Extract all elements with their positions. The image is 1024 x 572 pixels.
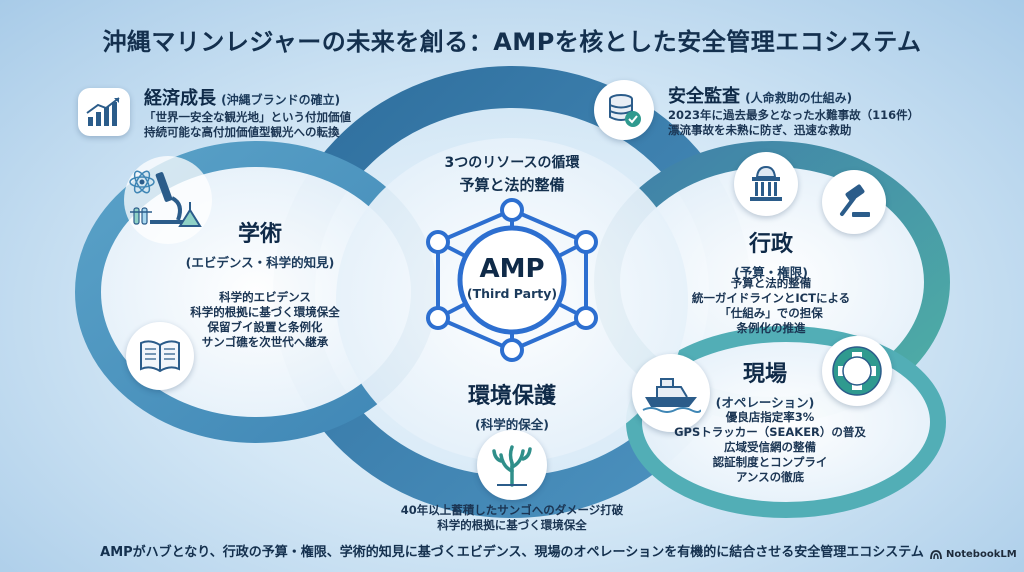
environment-header: 環境保護 (科学的保全) bbox=[412, 378, 612, 433]
environment-line: 40年以上蓄積したサンゴへのダメージ打破 bbox=[400, 503, 624, 517]
field-header: 現場 (オペレーション) bbox=[700, 356, 830, 411]
notebooklm-logo-icon bbox=[930, 549, 942, 559]
field-line: GPSトラッカー（SEAKER）の普及 bbox=[674, 425, 866, 439]
hub-label: AMP (Third Party) bbox=[452, 254, 572, 301]
academia-heading: 学術 bbox=[237, 222, 282, 247]
audit-subheading: (人命救助の仕組み) bbox=[745, 91, 853, 105]
growth-chart-icon bbox=[78, 88, 130, 136]
academia-line: 保留ブイ設置と条例化 bbox=[207, 320, 323, 334]
field-line: 広域受信網の整備 bbox=[724, 440, 816, 454]
coral-icon bbox=[477, 430, 547, 500]
hub-center-disc bbox=[457, 225, 567, 335]
hub-role: (Third Party) bbox=[466, 286, 558, 301]
field-body: 優良店指定率3% GPSトラッカー（SEAKER）の普及 広域受信網の整備 認証… bbox=[660, 410, 880, 485]
audit-heading: 安全監査 bbox=[668, 86, 740, 107]
hub-node bbox=[574, 306, 598, 330]
page-title: 沖縄マリンレジャーの未来を創る：AMPを核とした安全管理エコシステム bbox=[102, 28, 922, 56]
field-line: 認証制度とコンプライ bbox=[712, 455, 828, 469]
hub-caption-line1: 3つのリソースの循環 bbox=[444, 155, 580, 171]
administration-heading: 行政 bbox=[748, 232, 793, 257]
academia-line: サンゴ礁を次世代へ継承 bbox=[201, 335, 329, 349]
hub-node bbox=[500, 198, 524, 222]
academia-line: 科学的エビデンス bbox=[219, 290, 311, 304]
audit-line: 漂流事故を未熟に防ぎ、迅速な救助 bbox=[668, 123, 852, 137]
audit-header: 安全監査 (人命救助の仕組み) bbox=[668, 82, 958, 108]
administration-line: 条例化の推進 bbox=[736, 321, 806, 335]
hub-network bbox=[426, 198, 598, 362]
life-ring-icon bbox=[822, 336, 892, 406]
environment-heading: 環境保護 bbox=[467, 384, 556, 409]
academia-header: 学術 (エビデンス・科学的知見) bbox=[170, 216, 350, 271]
administration-line: 統一ガイドラインとICTによる bbox=[691, 291, 851, 305]
boat-icon bbox=[632, 354, 710, 432]
hub-caption: 3つのリソースの循環 予算と法的整備 bbox=[412, 152, 612, 195]
audit-line: 2023年に過去最多となった水難事故（116件） bbox=[668, 108, 920, 122]
academia-body: 科学的エビデンス 科学的根拠に基づく環境保全 保留ブイ設置と条例化 サンゴ礁を次… bbox=[170, 290, 360, 350]
economic-heading: 経済成長 bbox=[144, 88, 216, 109]
economic-header: 経済成長 (沖縄ブランドの確立) bbox=[144, 84, 404, 110]
economic-line: 「世界一安全な観光地」という付加価値 bbox=[144, 110, 351, 124]
administration-body: 予算と法的整備 統一ガイドラインとICTによる 「仕組み」での担保 条例化の推進 bbox=[666, 276, 876, 336]
environment-body: 40年以上蓄積したサンゴへのダメージ打破 科学的根拠に基づく環境保全 bbox=[372, 503, 652, 533]
hub-node bbox=[574, 230, 598, 254]
field-line: 優良店指定率3% bbox=[725, 410, 815, 424]
government-building-icon bbox=[734, 152, 798, 216]
environment-subheading: (科学的保全) bbox=[475, 417, 549, 432]
academia-line: 科学的根拠に基づく環境保全 bbox=[190, 305, 340, 319]
administration-line: 「仕組み」での担保 bbox=[719, 306, 823, 320]
footer-caption: AMPがハブとなり、行政の予算・権限、学術的知見に基づくエビデンス、現場のオペレ… bbox=[100, 545, 924, 560]
audit-body: 2023年に過去最多となった水難事故（116件） 漂流事故を未熟に防ぎ、迅速な救… bbox=[668, 108, 968, 138]
hub-name: AMP bbox=[479, 254, 545, 284]
hub-caption-line2: 予算と法的整備 bbox=[459, 176, 565, 194]
economic-subheading: (沖縄ブランドの確立) bbox=[221, 93, 341, 107]
hub-node bbox=[500, 338, 524, 362]
field-subheading: (オペレーション) bbox=[715, 395, 815, 410]
hub-node bbox=[426, 306, 450, 330]
science-lab-icon bbox=[120, 152, 216, 248]
brand-name: NotebookLM bbox=[946, 549, 1017, 560]
academia-subheading: (エビデンス・科学的知見) bbox=[185, 255, 335, 270]
administration-header: 行政 (予算・権限) bbox=[716, 226, 826, 281]
economic-line: 持続可能な高付加価値型観光への転換 bbox=[144, 125, 340, 139]
gavel-icon bbox=[822, 170, 886, 234]
hub-node bbox=[426, 230, 450, 254]
administration-line: 予算と法的整備 bbox=[730, 276, 812, 290]
economic-body: 「世界一安全な観光地」という付加価値 持続可能な高付加価値型観光への転換 bbox=[144, 110, 424, 140]
brand-mark: NotebookLM bbox=[930, 549, 1017, 560]
environment-line: 科学的根拠に基づく環境保全 bbox=[437, 518, 587, 532]
field-line: アンスの徹底 bbox=[735, 470, 805, 484]
field-heading: 現場 bbox=[742, 362, 787, 387]
administration-subheading: (予算・権限) bbox=[734, 265, 808, 280]
book-icon bbox=[126, 322, 194, 390]
checklist-database-icon bbox=[594, 80, 654, 140]
